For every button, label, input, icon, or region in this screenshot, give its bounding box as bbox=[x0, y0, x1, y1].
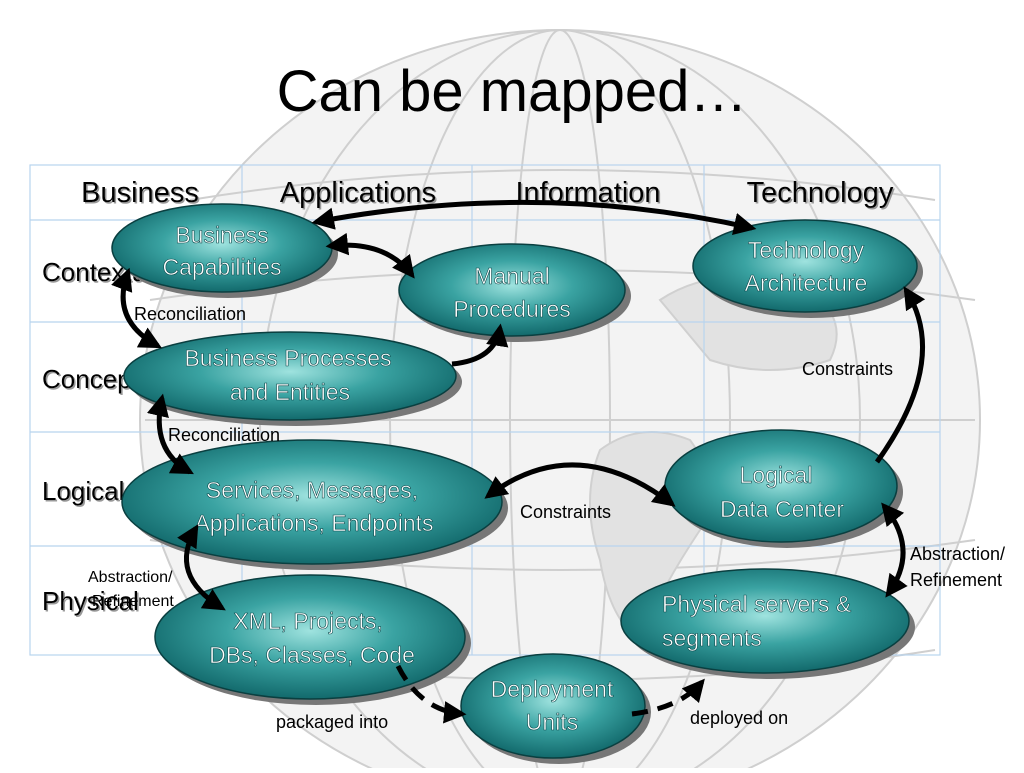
node-label-business-capabilities-1: Business bbox=[175, 222, 268, 248]
edge-label-deployed-on: deployed on bbox=[690, 708, 788, 728]
arrow-capabilities-processes bbox=[111, 267, 162, 349]
arrow-capabilities-manual bbox=[325, 232, 415, 279]
column-header-technology: Technology bbox=[747, 177, 894, 209]
node-label-technology-architecture-1: Technology bbox=[748, 237, 865, 263]
arrow-services-logical-dc bbox=[484, 462, 676, 507]
node-label-xml-projects-2: DBs, Classes, Code bbox=[209, 642, 415, 668]
node-label-logical-dc-1: Logical bbox=[740, 462, 813, 488]
arrow-processes-manual bbox=[451, 323, 509, 367]
arrow-services-xml bbox=[177, 524, 226, 611]
connector-arrows bbox=[111, 199, 926, 724]
node-technology-architecture bbox=[692, 219, 923, 318]
node-physical-servers bbox=[620, 568, 915, 679]
node-label-business-processes-1: Business Processes bbox=[184, 345, 391, 371]
edge-label-abstraction-left-2: Refinement bbox=[92, 593, 174, 610]
edge-label-abstraction-left-1: Abstraction/ bbox=[88, 569, 173, 586]
node-manual-procedures bbox=[398, 243, 631, 342]
node-logical-data-center bbox=[664, 429, 903, 548]
edge-label-constraints-middle: Constraints bbox=[520, 502, 611, 522]
arrow-capabilities-technology bbox=[311, 199, 757, 236]
node-label-technology-architecture-2: Architecture bbox=[745, 270, 868, 296]
arrow-logical-dc-servers bbox=[881, 502, 908, 598]
column-header-applications: Applications bbox=[280, 177, 436, 209]
node-label-services-1: Services, Messages, bbox=[206, 477, 418, 503]
node-label-manual-procedures-2: Procedures bbox=[453, 296, 571, 322]
arrow-processes-services bbox=[146, 393, 194, 475]
edge-label-packaged-into: packaged into bbox=[276, 712, 388, 732]
node-label-xml-projects-1: XML, Projects, bbox=[233, 608, 383, 634]
row-header-logical: Logical bbox=[42, 476, 124, 506]
edge-label-constraints-right: Constraints bbox=[802, 359, 893, 379]
arrow-xml-deployment bbox=[395, 664, 467, 724]
node-deployment-units bbox=[460, 653, 651, 764]
node-services bbox=[121, 439, 508, 570]
edge-label-abstraction-right-1: Abstraction/ bbox=[910, 544, 1005, 564]
node-label-physical-servers-2: segments bbox=[662, 625, 762, 651]
node-label-deployment-units-2: Units bbox=[526, 709, 578, 735]
node-label-business-processes-2: and Entities bbox=[230, 379, 350, 405]
node-xml-projects bbox=[154, 574, 471, 705]
column-header-business: Business bbox=[81, 177, 199, 209]
node-label-deployment-units-1: Deployment bbox=[491, 676, 614, 702]
row-header-physical: Physical bbox=[42, 586, 139, 616]
edge-label-reconciliation-1: Reconciliation bbox=[134, 304, 246, 324]
node-label-logical-dc-2: Data Center bbox=[720, 496, 844, 522]
node-label-physical-servers-1: Physical servers & bbox=[662, 591, 851, 617]
arrow-deployment-servers bbox=[631, 678, 705, 717]
edge-label-reconciliation-2: Reconciliation bbox=[168, 425, 280, 445]
node-label-business-capabilities-2: Capabilities bbox=[163, 254, 282, 280]
node-label-services-2: Applications, Endpoints bbox=[194, 510, 433, 536]
node-business-capabilities bbox=[111, 203, 338, 298]
arrow-logical-dc-technology bbox=[874, 286, 926, 464]
slide-title: Can be mapped… bbox=[276, 59, 748, 124]
node-business-processes bbox=[123, 331, 462, 426]
node-label-manual-procedures-1: Manual bbox=[474, 263, 549, 289]
edge-label-abstraction-right-2: Refinement bbox=[910, 570, 1002, 590]
